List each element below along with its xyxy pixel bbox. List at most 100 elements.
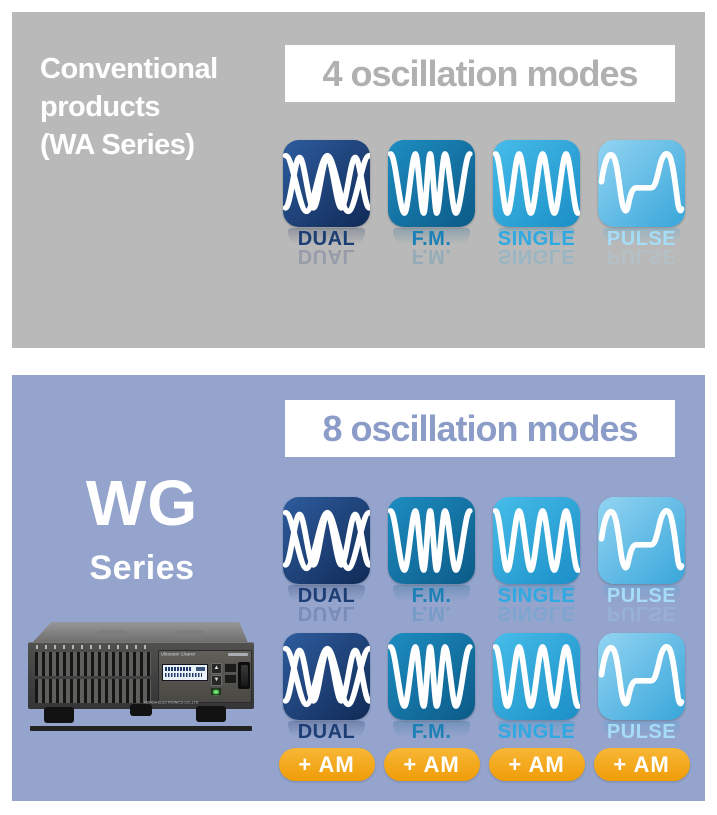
mode-label-reflection: DUAL	[297, 245, 356, 267]
mode-label-zone: PULSE PULSE	[598, 585, 685, 624]
device-foot	[130, 704, 152, 716]
pulse-wave-icon	[598, 633, 685, 720]
mode-label-reflection: PULSE	[606, 602, 677, 624]
device-vent-grille-lower	[35, 679, 151, 703]
mode-label: SINGLE	[497, 721, 576, 743]
mode-label-reflection: PULSE	[606, 245, 677, 267]
mode-cell-pulse: PULSE PULSE	[598, 497, 685, 624]
mode-cell-fm: F.M. F.M.	[388, 140, 475, 267]
mode-label-zone: F.M. F.M.	[388, 228, 475, 267]
mode-label-zone: DUAL DUAL	[283, 228, 370, 267]
top-header-box: 4 oscillation modes	[285, 45, 675, 102]
mode-cell-fm-am: F.M. F.M. + AM	[383, 633, 480, 781]
fm-wave-icon	[388, 497, 475, 584]
dual-wave-icon	[283, 497, 370, 584]
wg-series-name: WG	[85, 467, 199, 539]
device-foot	[196, 706, 226, 722]
up-arrow-button: ▲	[211, 663, 222, 674]
device-top-face	[32, 622, 248, 643]
device-screw-row	[36, 645, 152, 649]
conventional-title-line1: Conventional	[40, 53, 218, 85]
mode-label-zone: SINGLE SINGLE	[493, 585, 580, 624]
mode-label-reflection: F.M.	[411, 245, 452, 267]
mode-cell-single-am: SINGLE SINGLE + AM	[488, 633, 585, 781]
wg-panel: WG Series 8 oscillation modes Ultrasonic…	[12, 375, 705, 801]
bottom-header-box: 8 oscillation modes	[285, 400, 675, 457]
brand-text: HONDA ELECTRONICS CO.,LTD	[143, 700, 198, 705]
lcd-bar-segment	[165, 667, 191, 671]
am-badge: + AM	[593, 748, 690, 781]
down-arrow-button: ▼	[211, 675, 222, 686]
top-header-title: 4 oscillation modes	[322, 52, 638, 94]
mode-label-zone: PULSE PULSE	[598, 721, 685, 745]
mode-label: SINGLE	[497, 585, 576, 607]
mode-label: DUAL	[297, 721, 356, 743]
aux-button-1	[224, 663, 237, 673]
wg-mode-row-basic: DUAL DUAL F.M. F.M. SINGLE SINGLE	[283, 497, 685, 624]
mode-cell-single: SINGLE SINGLE	[493, 497, 580, 624]
mode-cell-dual: DUAL DUAL	[283, 497, 370, 624]
mode-label-reflection: SINGLE	[497, 602, 576, 624]
mode-label: F.M.	[411, 228, 452, 250]
mode-label-zone: DUAL DUAL	[283, 585, 370, 624]
mode-label-zone: SINGLE SINGLE	[493, 721, 580, 745]
mode-cell-fm: F.M. F.M.	[388, 497, 475, 624]
lcd-value-block	[196, 667, 205, 671]
am-badge: + AM	[278, 748, 375, 781]
pulse-wave-icon	[598, 140, 685, 227]
fm-wave-icon	[388, 633, 475, 720]
bottom-header-title: 8 oscillation modes	[322, 407, 638, 449]
mode-label-zone: SINGLE SINGLE	[493, 228, 580, 267]
wg-series-title: WG Series	[42, 471, 242, 588]
mode-label: F.M.	[411, 585, 452, 607]
mode-label-reflection: DUAL	[297, 602, 356, 624]
green-indicator-button	[211, 688, 221, 695]
device-brand-strip: HONDA ELECTRONICS CO.,LTD	[144, 698, 250, 707]
wa-mode-row: DUAL DUAL F.M. F.M. SINGLE SINGLE	[283, 140, 685, 267]
dual-wave-icon	[283, 140, 370, 227]
device-panel-title: Ultrasonic Cleaner	[161, 652, 196, 657]
device-control-panel: Ultrasonic Cleaner ▲ ▼	[158, 650, 252, 703]
mode-label-zone: PULSE PULSE	[598, 228, 685, 267]
pulse-wave-icon	[598, 497, 685, 584]
wg-generator-device-photo: Ultrasonic Cleaner ▲ ▼ HO	[28, 622, 254, 731]
mode-cell-pulse: PULSE PULSE	[598, 140, 685, 267]
device-model-label	[228, 653, 248, 656]
mode-cell-pulse-am: PULSE PULSE + AM	[593, 633, 690, 781]
mode-label-zone: F.M. F.M.	[388, 585, 475, 624]
mode-label-zone: DUAL DUAL	[283, 721, 370, 745]
mode-label: F.M.	[411, 721, 452, 743]
am-badge: + AM	[488, 748, 585, 781]
dual-wave-icon	[283, 633, 370, 720]
mode-label: SINGLE	[497, 228, 576, 250]
conventional-title: Conventional products (WA Series)	[40, 50, 218, 164]
mode-cell-dual-am: DUAL DUAL + AM	[278, 633, 375, 781]
single-wave-icon	[493, 497, 580, 584]
conventional-panel: Conventional products (WA Series) 4 osci…	[12, 12, 705, 348]
mode-label-zone: F.M. F.M.	[388, 721, 475, 745]
mode-label: PULSE	[606, 585, 677, 607]
mode-label-reflection: SINGLE	[497, 245, 576, 267]
mode-label: DUAL	[297, 585, 356, 607]
mode-label-reflection: F.M.	[411, 602, 452, 624]
lcd-text-row	[165, 673, 202, 677]
single-wave-icon	[493, 633, 580, 720]
device-base-strip	[30, 726, 252, 731]
fm-wave-icon	[388, 140, 475, 227]
device-vent-grille-upper	[35, 652, 151, 676]
mode-cell-single: SINGLE SINGLE	[493, 140, 580, 267]
device-lcd-display	[162, 664, 208, 681]
device-foot	[44, 707, 74, 723]
mode-label: DUAL	[297, 228, 356, 250]
mode-label: PULSE	[606, 721, 677, 743]
conventional-title-line2: products	[40, 91, 161, 123]
conventional-title-line3: (WA Series)	[40, 129, 195, 161]
device-front-face: Ultrasonic Cleaner ▲ ▼ HO	[28, 642, 254, 731]
mode-label: PULSE	[606, 228, 677, 250]
wg-series-subtitle: Series	[89, 549, 195, 587]
wg-mode-row-am: DUAL DUAL + AM F.M. F.M. + AM SINGLE SIN…	[278, 633, 690, 781]
power-rocker-switch	[238, 662, 250, 689]
mode-cell-dual: DUAL DUAL	[283, 140, 370, 267]
single-wave-icon	[493, 140, 580, 227]
